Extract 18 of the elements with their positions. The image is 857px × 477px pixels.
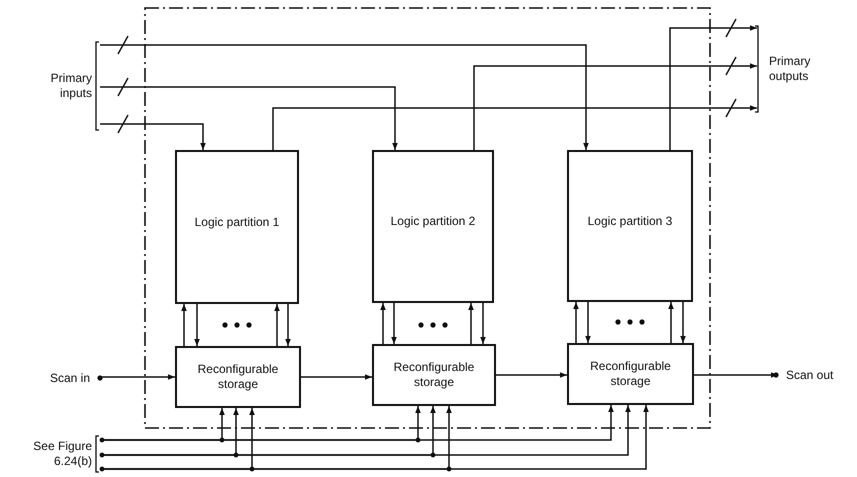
text-label: Scan out xyxy=(786,368,834,382)
chip-boundary xyxy=(145,8,710,428)
text-label: See Figure 6.24(b) xyxy=(32,439,92,469)
storage-box xyxy=(175,346,301,408)
text-label: Scan in xyxy=(50,370,90,386)
box-label: Reconfigurable storage xyxy=(589,359,672,389)
logic-partition-box xyxy=(567,150,693,302)
text-label: Primary inputs xyxy=(50,71,92,101)
box-label: Logic partition 3 xyxy=(586,214,674,228)
logic-partition-box xyxy=(175,150,299,304)
text-label: Primary outputs xyxy=(769,54,812,84)
storage-box xyxy=(567,343,694,405)
box-label: Reconfigurable storage xyxy=(196,362,280,392)
box-label: Logic partition 1 xyxy=(194,214,280,230)
storage-box xyxy=(372,344,496,406)
logic-partition-box xyxy=(372,150,494,303)
box-label: Logic partition 2 xyxy=(390,214,476,229)
box-label: Reconfigurable storage xyxy=(392,360,476,390)
